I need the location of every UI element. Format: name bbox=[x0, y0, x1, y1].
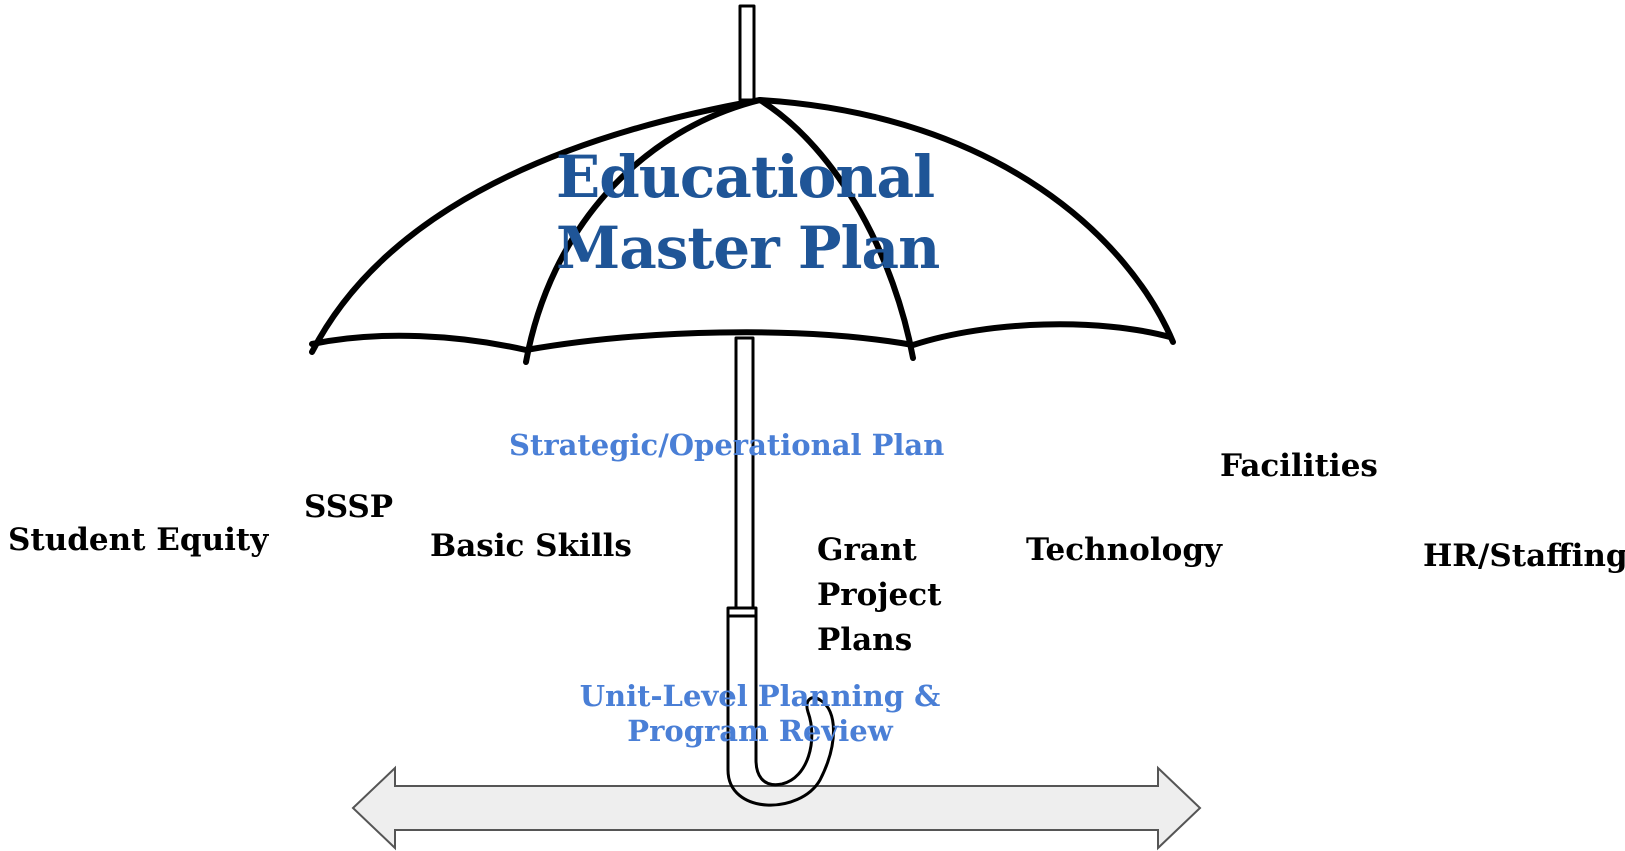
technology-label: Technology bbox=[1026, 532, 1223, 568]
basic-skills-label: Basic Skills bbox=[430, 528, 632, 564]
grant-line-1: Grant bbox=[817, 532, 917, 568]
umbrella-handle-collar bbox=[726, 606, 758, 618]
title-line-2: Master Plan bbox=[556, 214, 940, 283]
title-line-1: Educational bbox=[556, 143, 935, 211]
umbrella-rib-left bbox=[523, 97, 763, 365]
unit-level-line-1: Unit-Level Planning & bbox=[579, 679, 941, 713]
umbrella-handle bbox=[726, 610, 835, 807]
sssp-label: SSSP bbox=[304, 489, 394, 525]
grant-project-plans-label: Grant Project Plans bbox=[817, 528, 941, 663]
umbrella-shaft bbox=[734, 336, 755, 612]
umbrella-canopy-edge bbox=[309, 321, 1173, 353]
unit-level-line-2: Program Review bbox=[627, 713, 893, 748]
strategic-plan-label: Strategic/Operational Plan bbox=[509, 428, 945, 462]
umbrella-tip bbox=[738, 4, 756, 102]
student-equity-label: Student Equity bbox=[8, 522, 269, 558]
unit-level-planning-label: Unit-Level Planning & Program Review bbox=[560, 679, 960, 749]
double-headed-arrow-icon bbox=[351, 765, 1202, 851]
facilities-label: Facilities bbox=[1220, 448, 1378, 484]
page-title: Educational Master Plan bbox=[556, 142, 940, 285]
umbrella-rib-right bbox=[757, 97, 916, 361]
grant-line-2: Project bbox=[817, 576, 942, 613]
umbrella-icon bbox=[309, 4, 1176, 807]
hr-staffing-label: HR/Staffing bbox=[1423, 538, 1625, 574]
grant-line-3: Plans bbox=[817, 621, 913, 658]
